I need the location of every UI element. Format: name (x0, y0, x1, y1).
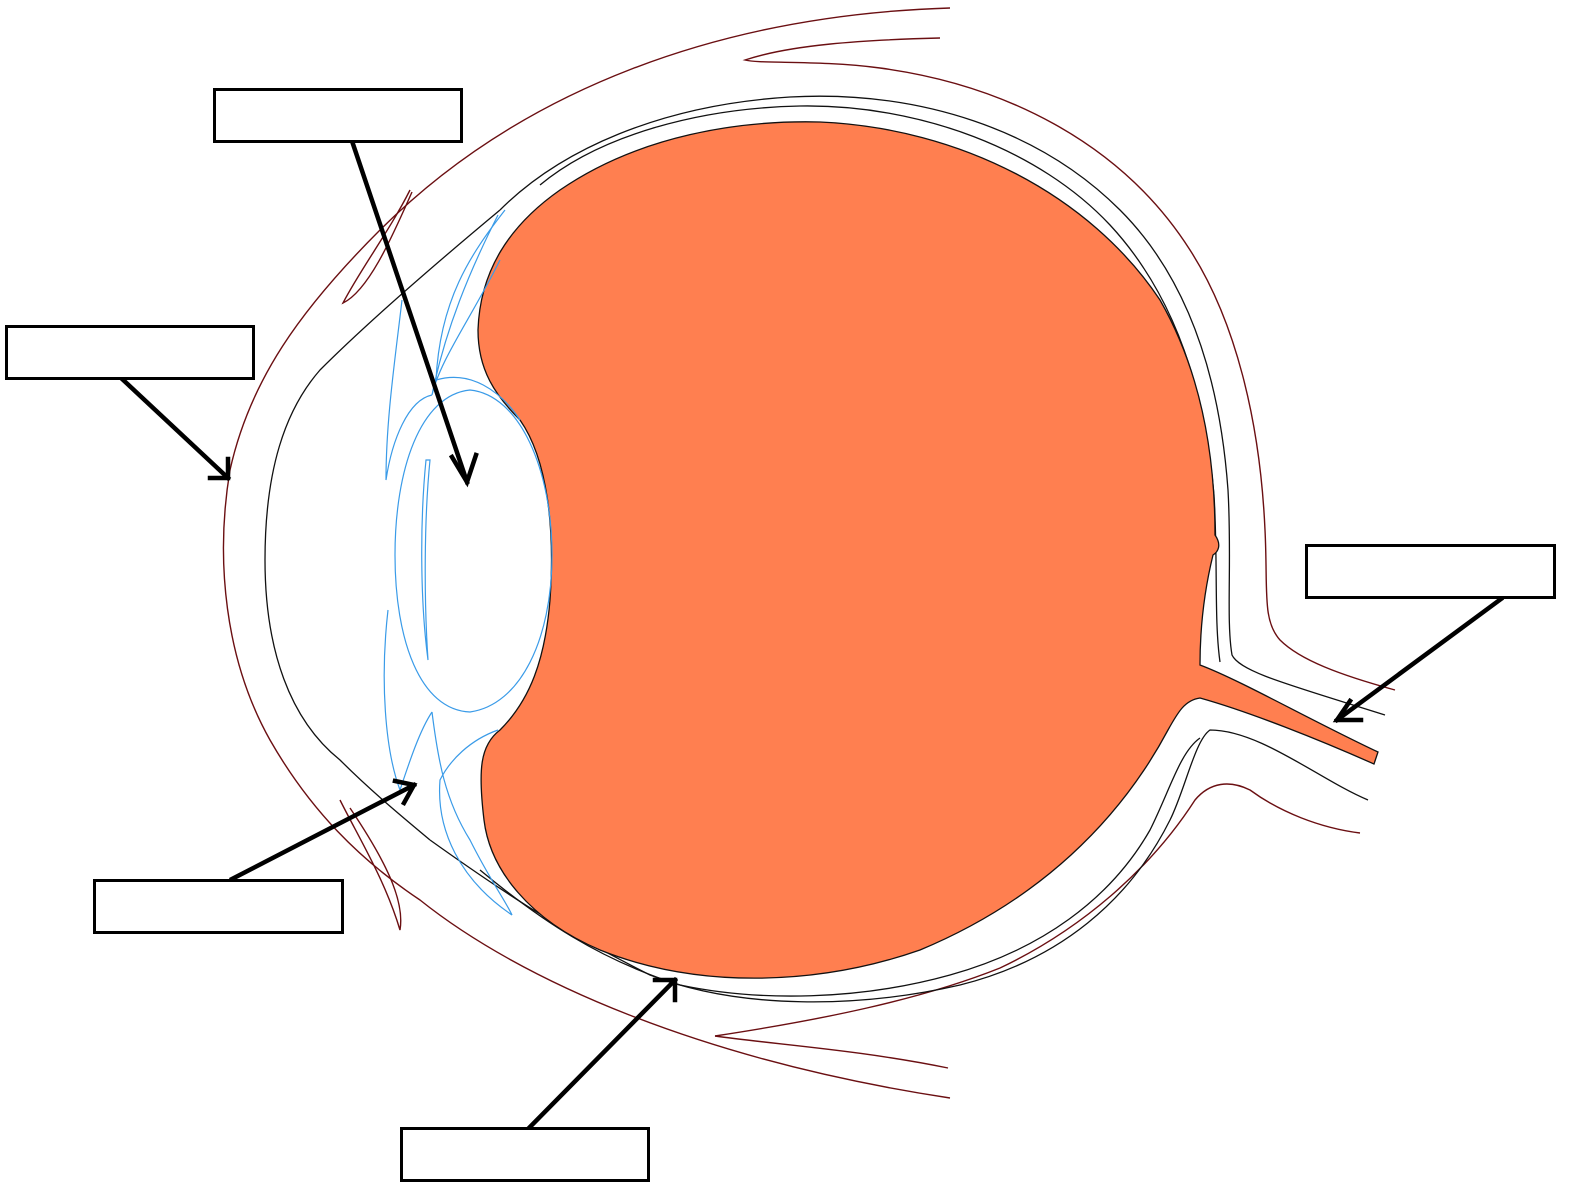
outer-upper-curve (222, 7, 951, 1099)
label-box-iris[interactable] (93, 879, 344, 934)
arrow-lens (350, 141, 479, 488)
sclera-lower-2 (479, 737, 1201, 997)
optic-sheath-lower (714, 783, 1361, 1037)
upper-lid-line (742, 37, 1396, 691)
arrow-retina (526, 976, 679, 1131)
ciliary-upper-2 (435, 209, 521, 421)
label-box-lens[interactable] (213, 88, 463, 143)
cornea-curve (264, 209, 501, 841)
ciliary-lower-2 (431, 711, 513, 916)
arrow-optic-nerve (1332, 595, 1505, 724)
lower-lid-fold (339, 799, 402, 931)
sclera-layer-1 (499, 95, 1386, 716)
arrow-cornea (116, 373, 232, 482)
label-box-retina[interactable] (400, 1127, 650, 1182)
ciliary-upper-3 (385, 299, 433, 481)
label-box-cornea[interactable] (5, 325, 255, 380)
ciliary-upper-1 (431, 214, 501, 396)
iris-plate (421, 459, 431, 661)
ciliary-lower-1 (438, 729, 513, 916)
vitreous-body (477, 121, 1379, 979)
label-box-optic-nerve[interactable] (1305, 544, 1556, 599)
upper-lid-fold (341, 189, 413, 305)
lens (394, 389, 553, 713)
pointer-arrows (116, 141, 1505, 1131)
lower-lid-line (714, 1035, 949, 1069)
lens-ciliary-outline (383, 209, 553, 916)
arrow-iris (228, 778, 418, 883)
sclera-outer-outline (222, 7, 1396, 1099)
